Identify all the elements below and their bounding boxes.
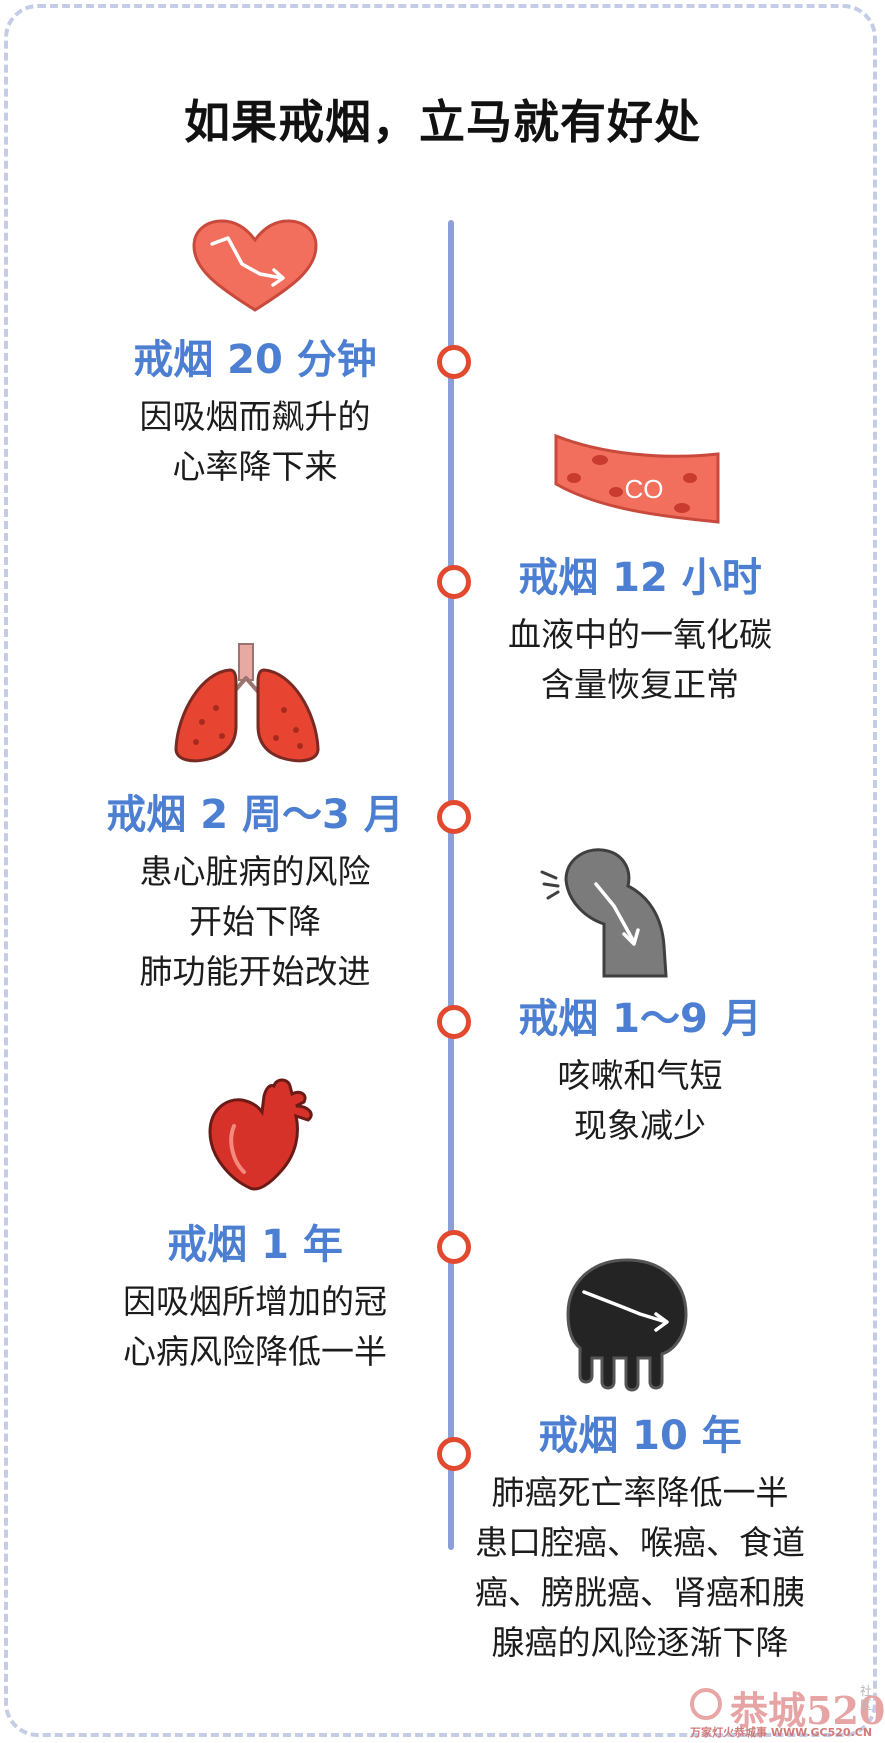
milestone-desc-line: 咳嗽和气短 <box>557 1056 723 1095</box>
blood-vessel-co-icon: CO <box>554 433 720 524</box>
watermark-logo-icon <box>690 1688 722 1720</box>
timeline-dot <box>437 1005 471 1039</box>
timeline-dot <box>437 345 471 379</box>
milestone-10-years: 戒烟 10 年 肺癌死亡率降低一半 患口腔癌、喉癌、食道 癌、膀胱癌、肾癌和胰 … <box>455 1410 825 1668</box>
page-frame <box>4 4 877 1737</box>
milestone-title: 戒烟 2 周～3 月 <box>106 792 404 838</box>
milestone-title: 戒烟 20 分钟 <box>133 337 377 383</box>
heart-rate-icon <box>192 219 318 312</box>
timeline-dot <box>437 800 471 834</box>
watermark-brand: 恭城520 <box>730 1688 885 1733</box>
milestone-title: 戒烟 1～9 月 <box>518 996 762 1042</box>
timeline-dot <box>437 1437 471 1471</box>
milestone-desc-line: 患口腔癌、喉癌、食道 <box>475 1523 805 1562</box>
tumor-decline-icon <box>566 1258 688 1392</box>
milestone-20-minutes: 戒烟 20 分钟 因吸烟而飙升的 心率降下来 <box>60 334 450 492</box>
milestone-desc-line: 患心脏病的风险 <box>139 852 371 891</box>
milestone-desc-line: 癌、膀胱癌、肾癌和胰 <box>475 1573 805 1612</box>
milestone-desc-line: 肺癌死亡率降低一半 <box>491 1473 789 1512</box>
site-watermark: 恭城520 社区 万家灯火恭城事 WWW.GC520.CN <box>690 1680 885 1740</box>
coughing-person-icon <box>540 848 668 978</box>
timeline-line <box>448 220 454 1550</box>
milestone-title: 戒烟 12 小时 <box>518 555 762 601</box>
milestone-desc-line: 因吸烟所增加的冠 <box>123 1282 387 1321</box>
milestone-desc-line: 含量恢复正常 <box>541 665 739 704</box>
watermark-side-text: 社区 <box>860 1684 873 1712</box>
milestone-12-hours: 戒烟 12 小时 血液中的一氧化碳 含量恢复正常 <box>455 552 825 710</box>
co-label: CO <box>625 474 664 504</box>
milestone-desc-line: 腺癌的风险逐渐下降 <box>491 1623 789 1662</box>
anatomical-heart-icon <box>208 1078 313 1191</box>
milestone-desc-line: 血液中的一氧化碳 <box>508 615 772 654</box>
timeline-dot <box>437 1230 471 1264</box>
milestone-2-weeks-3-months: 戒烟 2 周～3 月 患心脏病的风险 开始下降 肺功能开始改进 <box>60 789 450 997</box>
timeline-dot <box>437 565 471 599</box>
milestone-1-year: 戒烟 1 年 因吸烟所增加的冠 心病风险降低一半 <box>60 1219 450 1377</box>
milestone-title: 戒烟 10 年 <box>538 1413 742 1459</box>
milestone-desc-line: 肺功能开始改进 <box>139 952 371 991</box>
milestone-1-9-months: 戒烟 1～9 月 咳嗽和气短 现象减少 <box>455 993 825 1151</box>
milestone-desc-line: 因吸烟而飙升的 <box>139 397 371 436</box>
page-title: 如果戒烟，立马就有好处 <box>184 95 701 149</box>
milestone-desc-line: 现象减少 <box>574 1106 706 1145</box>
lungs-icon <box>174 643 320 763</box>
milestone-desc-line: 心病风险降低一半 <box>123 1332 387 1371</box>
milestone-desc-line: 心率降下来 <box>172 447 338 486</box>
milestone-desc-line: 开始下降 <box>189 902 321 941</box>
milestone-title: 戒烟 1 年 <box>167 1222 343 1268</box>
watermark-sub-text: 万家灯火恭城事 WWW.GC520.CN <box>690 1726 873 1739</box>
